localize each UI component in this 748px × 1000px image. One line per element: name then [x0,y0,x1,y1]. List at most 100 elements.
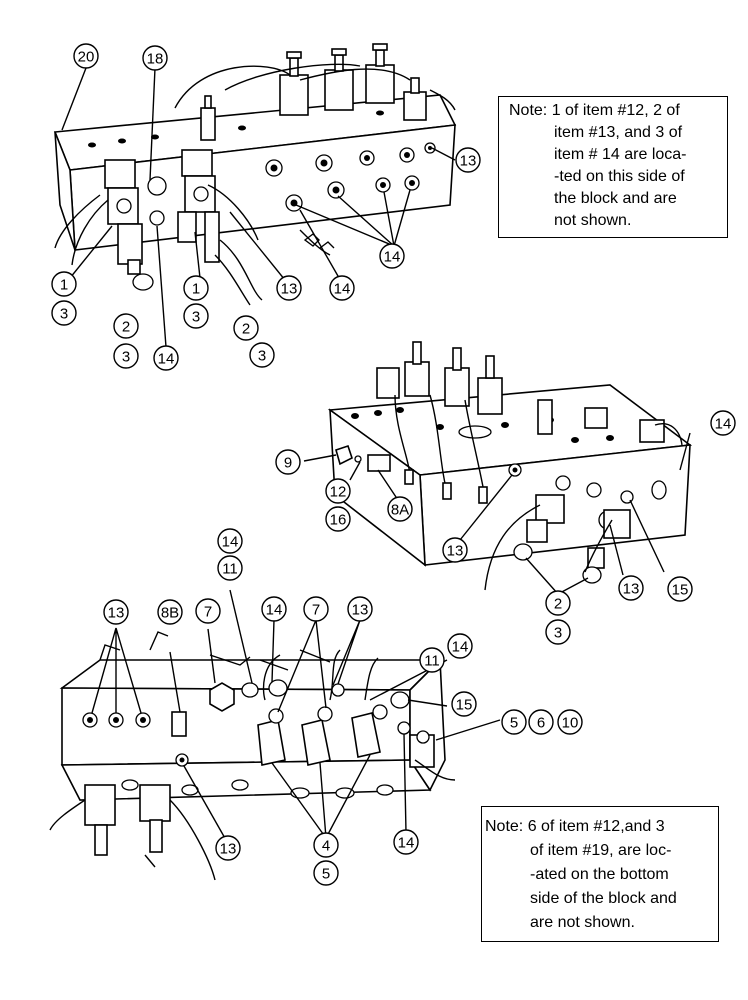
callout-c11b: 11 [419,647,445,673]
callout-number: 5 [322,866,330,883]
callout-circle [142,45,168,71]
callout-number: 14 [334,281,351,298]
top-view-valve-block [53,43,457,348]
callout-c8b: 8B [157,599,183,625]
callout-number: 14 [266,602,283,619]
callout-number: 18 [147,51,164,68]
callout-c14h: 14 [393,829,419,855]
callout-number: 13 [281,281,298,298]
callout-circle [545,619,571,645]
callout-number: 13 [447,543,464,560]
callout-c14g: 14 [447,633,473,659]
callout-number: 7 [204,604,212,621]
callout-number: 14 [222,534,239,551]
callout-circle [313,832,339,858]
callout-c14b: 14 [153,345,179,371]
note-top-line-5: the block and are [554,190,677,207]
callout-circle [442,537,468,563]
callout-circle [303,596,329,622]
callout-c6: 6 [528,709,554,735]
callout-circle [393,829,419,855]
callout-c1a: 1 [51,271,77,297]
callout-circle [73,43,99,69]
callout-circle [710,410,736,436]
callout-c2b: 2 [233,315,259,341]
callout-circle [195,598,221,624]
callout-number: 13 [220,841,237,858]
callout-number: 13 [623,581,640,598]
callout-number: 8A [391,502,409,519]
callout-circle [419,647,445,673]
callout-circle [113,313,139,339]
callout-c9: 9 [275,449,301,475]
callout-number: 14 [452,639,469,656]
callout-c15b: 15 [451,691,477,717]
callout-c13a: 13 [455,147,481,173]
note-bottom-line-5: are not shown. [530,914,635,931]
callout-number: 6 [537,715,545,732]
note-top-line-6: not shown. [554,212,632,229]
callout-circle [217,528,243,554]
middle-view-valve-block [303,341,693,595]
callout-c18: 18 [142,45,168,71]
callout-c13e: 13 [103,599,129,625]
callout-number: 1 [192,281,200,298]
callout-number: 15 [672,582,689,599]
callout-c1b: 1 [183,275,209,301]
callout-c16: 16 [325,506,351,532]
callout-number: 11 [424,653,440,670]
callout-circle [276,275,302,301]
callout-number: 14 [384,249,401,266]
callout-number: 3 [60,306,68,323]
callout-number: 2 [122,319,130,336]
callout-c4: 4 [313,832,339,858]
callout-c11a: 11 [217,555,243,581]
callout-circle [329,275,355,301]
callout-c15a: 15 [667,576,693,602]
callout-number: 2 [242,321,250,338]
callout-number: 13 [108,605,125,622]
callout-circle [447,633,473,659]
callout-circle [153,345,179,371]
callout-circle [51,271,77,297]
callout-c13b: 13 [276,275,302,301]
callout-c14e: 14 [217,528,243,554]
callout-number: 14 [715,416,732,433]
callout-c3b: 3 [113,343,139,369]
callout-circle [528,709,554,735]
callout-number: 15 [456,697,473,714]
callout-number: 14 [158,351,175,368]
callout-number: 13 [460,153,477,170]
callout-c13c: 13 [442,537,468,563]
note-bottom-line-1: Note: 6 of item #12,and 3 [485,818,665,835]
callout-number: 2 [554,596,562,613]
callout-number: 13 [352,602,369,619]
callout-number: 5 [510,715,518,732]
callout-circle [455,147,481,173]
callout-c7a: 7 [195,598,221,624]
callout-number: 14 [398,835,415,852]
callout-number: 9 [284,455,292,472]
callout-number: 20 [78,49,95,66]
callout-circle [379,243,405,269]
callout-circle [325,506,351,532]
callout-c3d: 3 [249,342,275,368]
callout-circle [667,576,693,602]
callout-number: 12 [330,484,347,501]
callout-number: 1 [60,277,68,294]
callout-number: 10 [562,715,579,732]
callout-number: 3 [258,348,266,365]
note-bottom-line-3: -ated on the bottom [530,866,669,883]
callout-c14a: 14 [379,243,405,269]
callout-number: 4 [322,838,330,855]
callout-c13g: 13 [215,835,241,861]
callout-circle [451,691,477,717]
callout-number: 3 [192,309,200,326]
callout-circle [387,496,413,522]
callout-c14f: 14 [261,596,287,622]
callout-circle [501,709,527,735]
note-top-line-1: Note: 1 of item #12, 2 of [509,102,680,119]
callout-circle [275,449,301,475]
callout-c5b: 5 [313,860,339,886]
